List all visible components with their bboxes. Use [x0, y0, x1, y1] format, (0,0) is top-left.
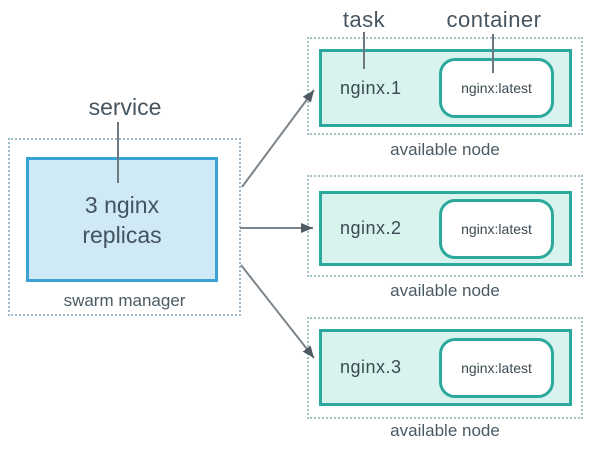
- arrow-manager-to-node-1: [241, 89, 315, 188]
- available-node-region-3: [307, 317, 583, 419]
- container-label: container: [446, 7, 542, 32]
- available-node-caption-3: available node: [390, 421, 500, 440]
- service-label: service: [88, 94, 162, 120]
- container-name-1: nginx:latest: [461, 80, 532, 96]
- swarm-manager-caption: swarm manager: [63, 291, 186, 310]
- task-name-3: nginx.3: [340, 357, 402, 377]
- container-name-2: nginx:latest: [461, 221, 532, 237]
- container-box-1: nginx:latest: [439, 58, 554, 118]
- task-label: task: [342, 7, 386, 32]
- task-name-1: nginx.1: [340, 77, 402, 98]
- arrow-manager-to-node-3: [240, 264, 315, 359]
- available-node-region-1: [307, 37, 583, 135]
- service-box: 3 nginx replicas: [26, 157, 218, 282]
- task-name-2: nginx.2: [340, 218, 402, 238]
- container-box-2: nginx:latest: [439, 199, 554, 259]
- container-name-3: nginx:latest: [461, 360, 532, 376]
- available-node-caption-2: available node: [390, 281, 500, 300]
- available-node-caption-1: available node: [390, 140, 500, 159]
- service-box-text: 3 nginx replicas: [82, 191, 162, 248]
- container-box-3: nginx:latest: [439, 338, 554, 398]
